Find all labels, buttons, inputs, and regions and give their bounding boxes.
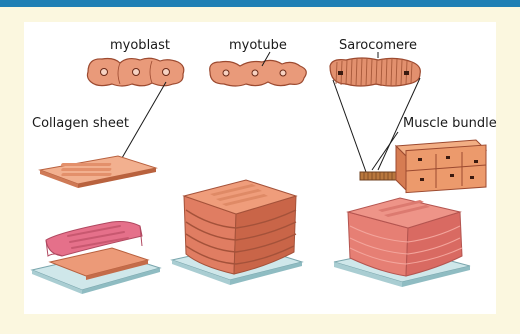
sarcomere-nucleus bbox=[338, 71, 343, 75]
label-myotube: myotube bbox=[229, 38, 287, 53]
myotube-nucleus bbox=[280, 70, 286, 76]
sheet-transfer-stack bbox=[32, 222, 160, 295]
myotube-nucleus bbox=[252, 70, 258, 76]
label-myoblast: myoblast bbox=[110, 38, 170, 53]
label-muscle-bundle: Muscle bundle bbox=[403, 116, 497, 131]
myotube-nucleus bbox=[223, 70, 229, 76]
sarcomere-inset bbox=[360, 172, 396, 180]
myoblast-cells bbox=[87, 58, 183, 86]
muscle-bundle-diagram bbox=[334, 140, 486, 287]
layered-sheet-stack bbox=[172, 180, 302, 285]
sarcomere-zoom-line bbox=[333, 80, 366, 172]
label-collagen-sheet: Collagen sheet bbox=[32, 116, 129, 131]
myoblast-nucleus bbox=[163, 69, 170, 76]
sarcomere-fiber bbox=[330, 52, 420, 86]
muscle-bundle-pointer-line bbox=[372, 132, 398, 170]
label-sarcomere: Sarocomere bbox=[339, 38, 417, 53]
myotube bbox=[210, 52, 307, 86]
myoblast-nucleus bbox=[101, 69, 108, 76]
collagen-sheet bbox=[40, 156, 156, 188]
myoblast-nucleus bbox=[133, 69, 140, 76]
sarcomere-nucleus bbox=[404, 71, 409, 75]
